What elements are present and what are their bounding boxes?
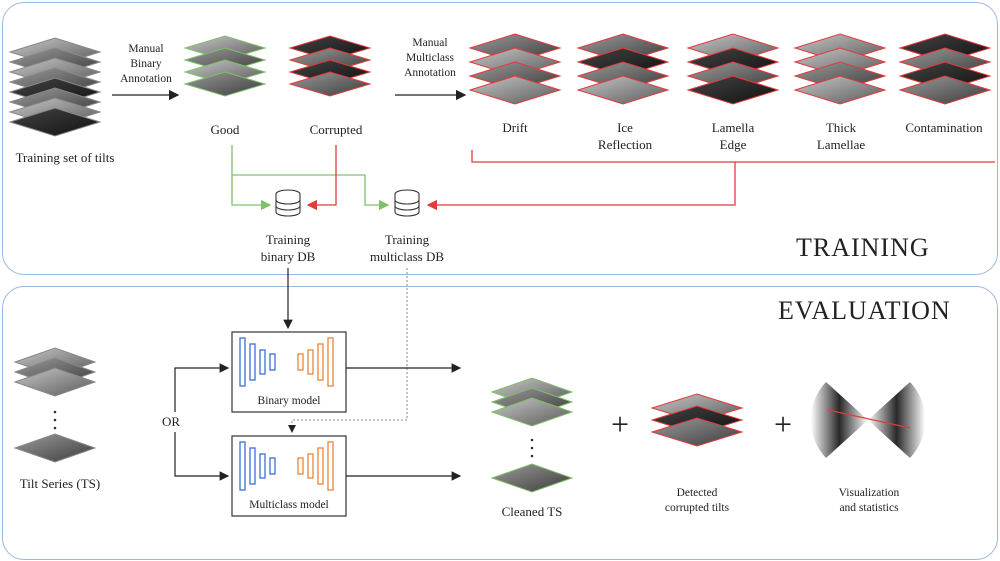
visualization-fan-icon bbox=[810, 382, 926, 458]
tilt-series-stack bbox=[13, 347, 97, 463]
multiclass-db-label: Training multiclass DB bbox=[369, 232, 445, 264]
binary-annotation-label: Manual Binary Annotation bbox=[120, 43, 172, 85]
drift-stack bbox=[468, 33, 562, 105]
class-label-lamella-edge: Lamella Edge bbox=[711, 120, 755, 152]
plus-sign-2: + bbox=[773, 406, 793, 442]
detected-corrupted-stack bbox=[650, 393, 744, 447]
multiclass-model-label: Multiclass model bbox=[249, 499, 329, 511]
corrupted-stack bbox=[288, 35, 372, 97]
visualization-label: Visualization and statistics bbox=[838, 487, 900, 514]
ice-reflection-stack bbox=[576, 33, 670, 105]
thick-lamellae-stack bbox=[793, 33, 887, 105]
plus-sign-1: + bbox=[610, 406, 630, 442]
contamination-stack bbox=[898, 33, 992, 105]
or-label: OR bbox=[161, 414, 181, 429]
or-split-lines bbox=[174, 363, 230, 481]
multiclass-db-to-model-arrow bbox=[288, 268, 408, 433]
corrupted-flow-line bbox=[306, 145, 337, 211]
multiclass-model-box bbox=[231, 435, 347, 517]
binary-model-label: Binary model bbox=[257, 395, 321, 407]
multiclass-annotation-label: Manual Multiclass Annotation bbox=[404, 37, 456, 79]
lamella-edge-stack bbox=[686, 33, 780, 105]
class-label-contamination: Contamination bbox=[905, 120, 983, 135]
class-label-thick-lamellae: Thick Lamellae bbox=[816, 120, 866, 152]
class-stacks bbox=[468, 33, 992, 105]
cleaned-ts-stack bbox=[490, 377, 574, 493]
multiclass-flow-lines bbox=[426, 150, 995, 211]
good-label: Good bbox=[210, 122, 240, 137]
training-set-stack bbox=[8, 37, 102, 137]
training-set-label: Training set of tilts bbox=[15, 150, 115, 165]
cleaned-ts-label: Cleaned TS bbox=[501, 504, 563, 519]
good-stack bbox=[183, 35, 267, 97]
binary-db-label: Training binary DB bbox=[260, 232, 316, 264]
training-section-title: TRAINING bbox=[796, 233, 930, 262]
class-label-drift: Drift bbox=[502, 120, 528, 135]
good-flow-lines bbox=[231, 145, 390, 211]
binary-db-icon bbox=[275, 189, 301, 217]
class-label-ice-reflection: Ice Reflection bbox=[597, 120, 653, 152]
evaluation-section-title: EVALUATION bbox=[778, 296, 951, 325]
binary-model-box bbox=[231, 331, 347, 413]
tilt-series-label: Tilt Series (TS) bbox=[19, 476, 101, 491]
multiclass-db-icon bbox=[394, 189, 420, 217]
corrupted-label: Corrupted bbox=[309, 122, 363, 137]
detected-corrupted-label: Detected corrupted tilts bbox=[664, 487, 730, 514]
